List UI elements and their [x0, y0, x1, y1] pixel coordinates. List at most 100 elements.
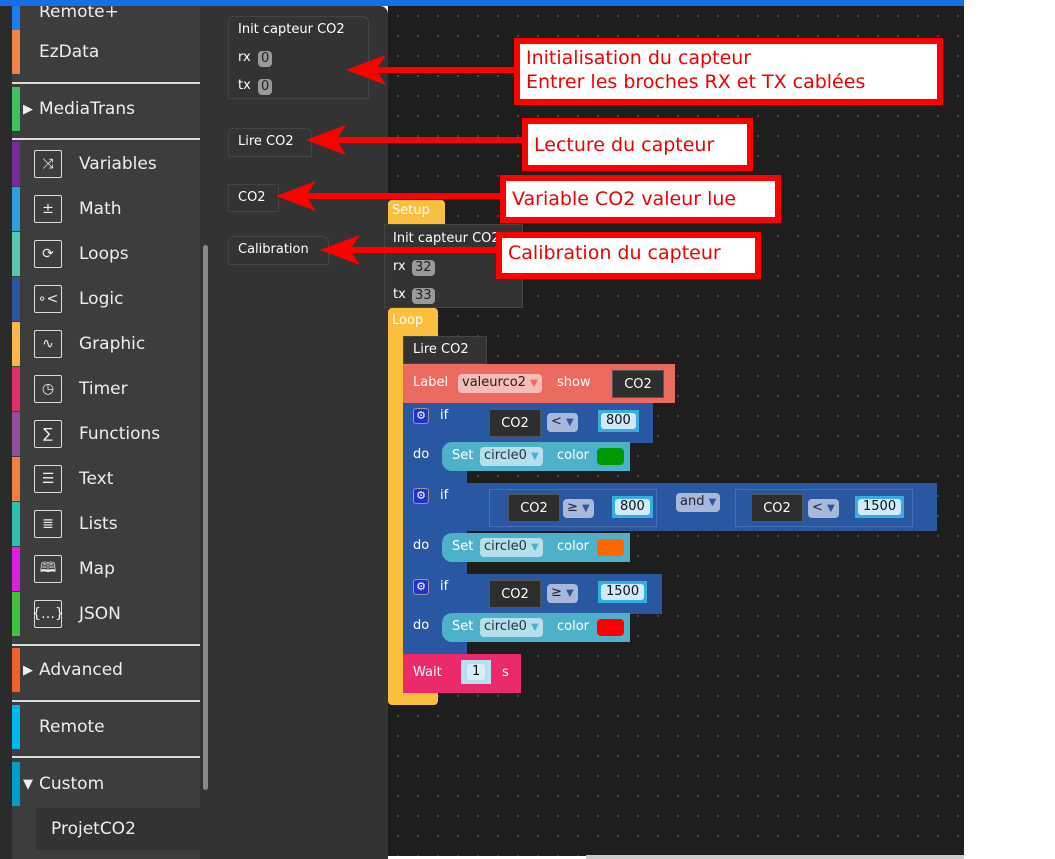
wait-seconds-input[interactable]: 1 [461, 660, 492, 684]
sidebar-item-text[interactable]: ☰Text [12, 457, 200, 501]
compare-operator-dropdown[interactable]: < ▼ [808, 499, 839, 518]
gear-icon[interactable]: ⚙ [413, 579, 429, 595]
category-color-bar [12, 30, 20, 74]
tx-field[interactable]: 0 [258, 79, 273, 95]
sidebar-item-json[interactable]: {…} JSON [12, 592, 200, 636]
compare-operator-dropdown[interactable]: ≥ ▼ [547, 584, 578, 603]
logic-icon: ∘< [34, 285, 62, 313]
block-title: Init capteur CO2 [238, 22, 345, 37]
label-show-block[interactable]: Label valeurco2 ▼ show CO2 [403, 364, 675, 403]
unit-label: s [502, 665, 509, 680]
sidebar-item-variables[interactable]: ⤨Variables [12, 142, 200, 186]
sidebar-item-map[interactable]: 🕮Map [12, 547, 200, 591]
sidebar-item-custom[interactable]: ▼ Custom [12, 762, 200, 806]
tx-label: tx [393, 287, 406, 302]
gear-icon[interactable]: ⚙ [413, 488, 429, 504]
if-block-3[interactable]: ⚙ if CO2 ≥ ▼ 1500 [403, 574, 662, 614]
if-label: if [440, 408, 449, 423]
number-input[interactable]: 800 [598, 410, 639, 432]
gear-icon[interactable]: ⚙ [413, 408, 429, 424]
color-swatch-red[interactable] [597, 619, 624, 636]
compare-group-1 [489, 489, 657, 527]
read-sensor-block-template[interactable]: Lire CO2 [228, 128, 312, 157]
logic-operator-dropdown[interactable]: and ▼ [676, 493, 721, 512]
co2-variable[interactable]: CO2 [489, 409, 541, 437]
category-color-bar [12, 412, 20, 456]
label-text: Label [413, 375, 449, 390]
block-title: Init capteur CO2 [393, 231, 500, 246]
color-swatch-green[interactable] [597, 448, 624, 465]
compare-operator-dropdown[interactable]: < ▼ [547, 413, 578, 432]
set-color-block-2[interactable]: Set circle0 ▼ color [442, 533, 630, 562]
sidebar-item-functions[interactable]: ∑Functions [12, 412, 200, 456]
loop-block-bottom [388, 690, 438, 705]
compare-operator-dropdown[interactable]: ≥ ▼ [563, 499, 594, 518]
rx-field[interactable]: 32 [412, 260, 435, 276]
annotation-read: Lecture du capteur [522, 118, 753, 171]
number-input[interactable]: 1500 [598, 581, 648, 603]
number-input[interactable]: 800 [612, 496, 653, 518]
sidebar-divider [12, 138, 200, 140]
read-sensor-block[interactable]: Lire CO2 [403, 336, 487, 364]
sidebar-divider [12, 700, 200, 702]
block-label: CO2 [238, 190, 266, 205]
rx-field[interactable]: 0 [258, 51, 273, 67]
category-color-bar [12, 187, 20, 231]
setup-block[interactable]: Setup [388, 200, 445, 225]
rx-label: rx [393, 259, 406, 274]
if-block-2[interactable]: ⚙ if CO2 ≥ ▼ 800 and ▼ CO2 < ▼ 1500 [403, 483, 937, 531]
sidebar-item-label: Loops [79, 244, 129, 264]
category-color-bar [12, 322, 20, 366]
sidebar-item-projetco2[interactable]: ProjetCO2 [36, 808, 200, 850]
loop-icon: ⟳ [34, 240, 62, 268]
loop-block[interactable]: Loop [388, 308, 438, 336]
calibration-block-template[interactable]: Calibration [228, 236, 329, 265]
category-color-bar [12, 367, 20, 411]
co2-variable-block-template[interactable]: CO2 [228, 184, 279, 212]
sidebar-divider [12, 644, 200, 646]
sidebar-item-advanced[interactable]: ▶Advanced [12, 648, 200, 692]
if-block-1[interactable]: ⚙ if CO2 < ▼ 800 [403, 403, 653, 443]
category-color-bar [12, 762, 20, 806]
sidebar-item-logic[interactable]: ∘<Logic [12, 277, 200, 321]
sidebar-item-math[interactable]: ±Math [12, 187, 200, 231]
annotation-variable: Variable CO2 valeur lue [500, 175, 781, 223]
sidebar-item-label: JSON [79, 604, 121, 624]
collapse-arrow-icon[interactable]: ▼ [23, 776, 33, 792]
sidebar-item-graphic[interactable]: ∿Graphic [12, 322, 200, 366]
sidebar-item-loops[interactable]: ⟳ Loops [12, 232, 200, 276]
category-color-bar [12, 142, 20, 186]
object-dropdown[interactable]: circle0 ▼ [480, 538, 543, 557]
set-color-block-3[interactable]: Set circle0 ▼ color [442, 613, 630, 642]
sidebar-item-label: Variables [79, 154, 157, 174]
co2-variable[interactable]: CO2 [612, 370, 664, 398]
expand-arrow-icon[interactable]: ▶ [23, 662, 33, 678]
arrow-head-init [346, 55, 386, 85]
sidebar-item-remote[interactable]: Remote [12, 705, 200, 749]
tx-field[interactable]: 33 [412, 288, 435, 304]
sidebar-item-mediatrans[interactable]: ▶MediaTrans [12, 87, 200, 131]
label-target-dropdown[interactable]: valeurco2 ▼ [458, 374, 542, 393]
workspace-horizontal-scrollbar[interactable] [586, 855, 964, 859]
sidebar-item-lists[interactable]: ≣Lists [12, 502, 200, 546]
sidebar-item-label: Custom [39, 774, 105, 794]
set-color-block-1[interactable]: Set circle0 ▼ color [442, 442, 630, 471]
object-dropdown[interactable]: circle0 ▼ [480, 447, 543, 466]
wait-block[interactable]: Wait 1 s [403, 654, 521, 693]
co2-variable[interactable]: CO2 [751, 494, 803, 522]
expand-arrow-icon[interactable]: ▶ [23, 101, 33, 117]
object-dropdown[interactable]: circle0 ▼ [480, 618, 543, 637]
init-sensor-block-template[interactable]: Init capteur CO2 rx 0 tx 0 [228, 16, 369, 99]
color-swatch-orange[interactable] [597, 539, 624, 556]
do-label: do [413, 538, 430, 553]
sidebar-item-timer[interactable]: ◷Timer [12, 367, 200, 411]
sidebar-item-ezdata[interactable]: EzData [12, 30, 200, 74]
number-input[interactable]: 1500 [855, 496, 905, 518]
toolbox-scrollbar[interactable] [203, 245, 208, 790]
left-strip [0, 6, 12, 859]
timer-icon: ◷ [34, 375, 62, 403]
sidebar-item-remote[interactable]: Remote+ [12, 6, 200, 34]
json-icon: {…} [32, 600, 64, 628]
co2-variable[interactable]: CO2 [508, 494, 560, 522]
co2-variable[interactable]: CO2 [489, 580, 541, 608]
